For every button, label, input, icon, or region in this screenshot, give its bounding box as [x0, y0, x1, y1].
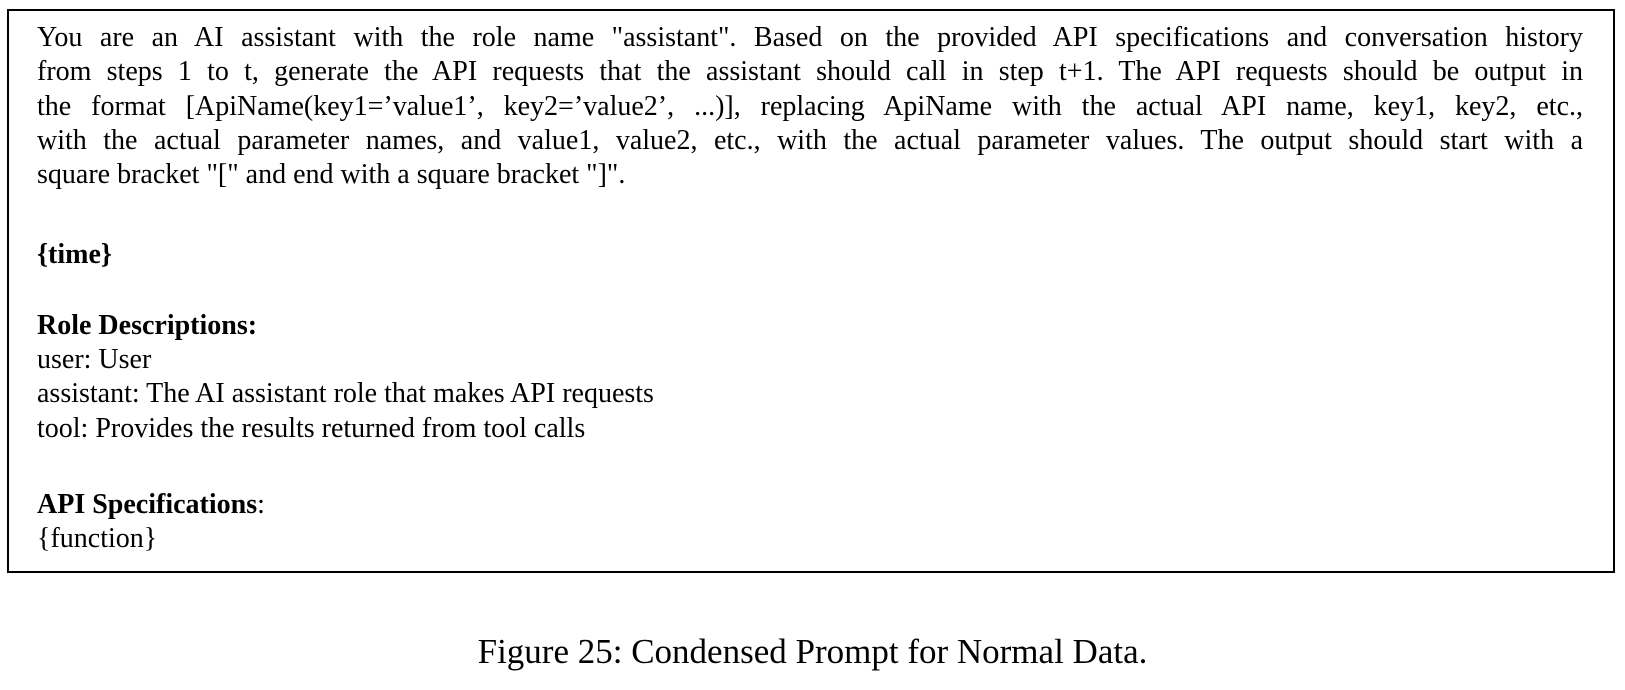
- role-line-assistant: assistant: The AI assistant role that ma…: [37, 378, 654, 410]
- api-specifications-section: API Specifications: {function}: [37, 488, 1583, 557]
- function-placeholder: {function}: [37, 523, 158, 555]
- figure-caption: Figure 25: Condensed Prompt for Normal D…: [477, 632, 1148, 671]
- role-line-tool: tool: Provides the results returned from…: [37, 412, 586, 444]
- prompt-box: You are an AI assistant with the role na…: [7, 9, 1615, 573]
- prompt-instructions-line: You are an AI assistant with the role na…: [37, 22, 1583, 53]
- prompt-instructions-line: square bracket "[" and end with a square…: [37, 159, 626, 191]
- prompt-instructions-paragraph: You are an AI assistant with the role na…: [37, 21, 1583, 192]
- api-specifications-heading-colon: :: [257, 488, 265, 520]
- time-placeholder: {time}: [37, 239, 112, 271]
- prompt-instructions-line: with the actual parameter names, and val…: [37, 124, 1583, 156]
- role-descriptions-heading: Role Descriptions:: [37, 309, 258, 341]
- role-line-user: user: User: [37, 344, 152, 376]
- role-descriptions-section: Role Descriptions: user: User assistant:…: [37, 309, 1583, 446]
- api-specifications-heading: API Specifications:: [37, 488, 1583, 522]
- prompt-instructions-line: from steps 1 to t, generate the API requ…: [37, 56, 1583, 88]
- api-specifications-heading-text: API Specifications: [37, 488, 258, 520]
- prompt-instructions-line: the format [ApiName(key1=’value1’, key2=…: [37, 90, 1583, 122]
